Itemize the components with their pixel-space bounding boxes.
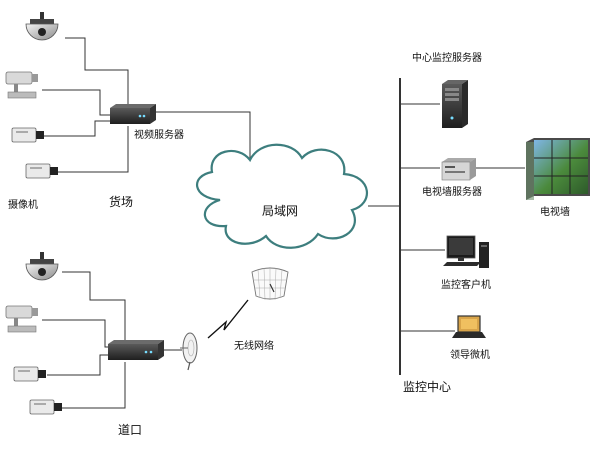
monitor-client-label: 监控客户机 [441,280,491,291]
video-server-icon [108,340,164,360]
tv-wall-label: 电视墙 [540,207,570,218]
dome-camera-icon [25,12,59,41]
wireless-network-label: 无线网络 [234,341,274,352]
grid-antenna-icon [251,267,289,301]
wireless-link-icon [207,299,249,339]
camera-icon [11,127,44,143]
central-server-label: 中心监控服务器 [412,53,482,64]
monitor-center-label: 监控中心 [403,380,452,394]
server-tower-icon [442,80,468,128]
lan-cloud-icon [195,143,369,249]
box-camera-icon [5,305,38,333]
lan-label: 局域网 [262,204,299,218]
box-camera-icon [5,71,38,99]
cargo-yard-label: 货场 [109,195,134,209]
leader-pc-label: 领导微机 [450,350,490,361]
connection-lines [42,37,525,409]
road-crossing-label: 道口 [118,423,143,437]
dome-camera-icon [25,252,59,281]
tv-wall-icon [526,138,590,200]
video-server-label: 视频服务器 [134,130,184,141]
camera-label: 摄像机 [8,200,38,211]
camera-icon [29,399,62,415]
tv-wall-server-label: 电视墙服务器 [422,187,482,198]
tv-wall-server-icon [441,158,476,181]
wireless-dish-icon [180,332,198,371]
camera-icon [25,163,58,179]
camera-icon [13,366,46,382]
laptop-icon [452,315,486,338]
desktop-pc-icon [443,235,489,268]
video-server-icon [110,104,156,124]
